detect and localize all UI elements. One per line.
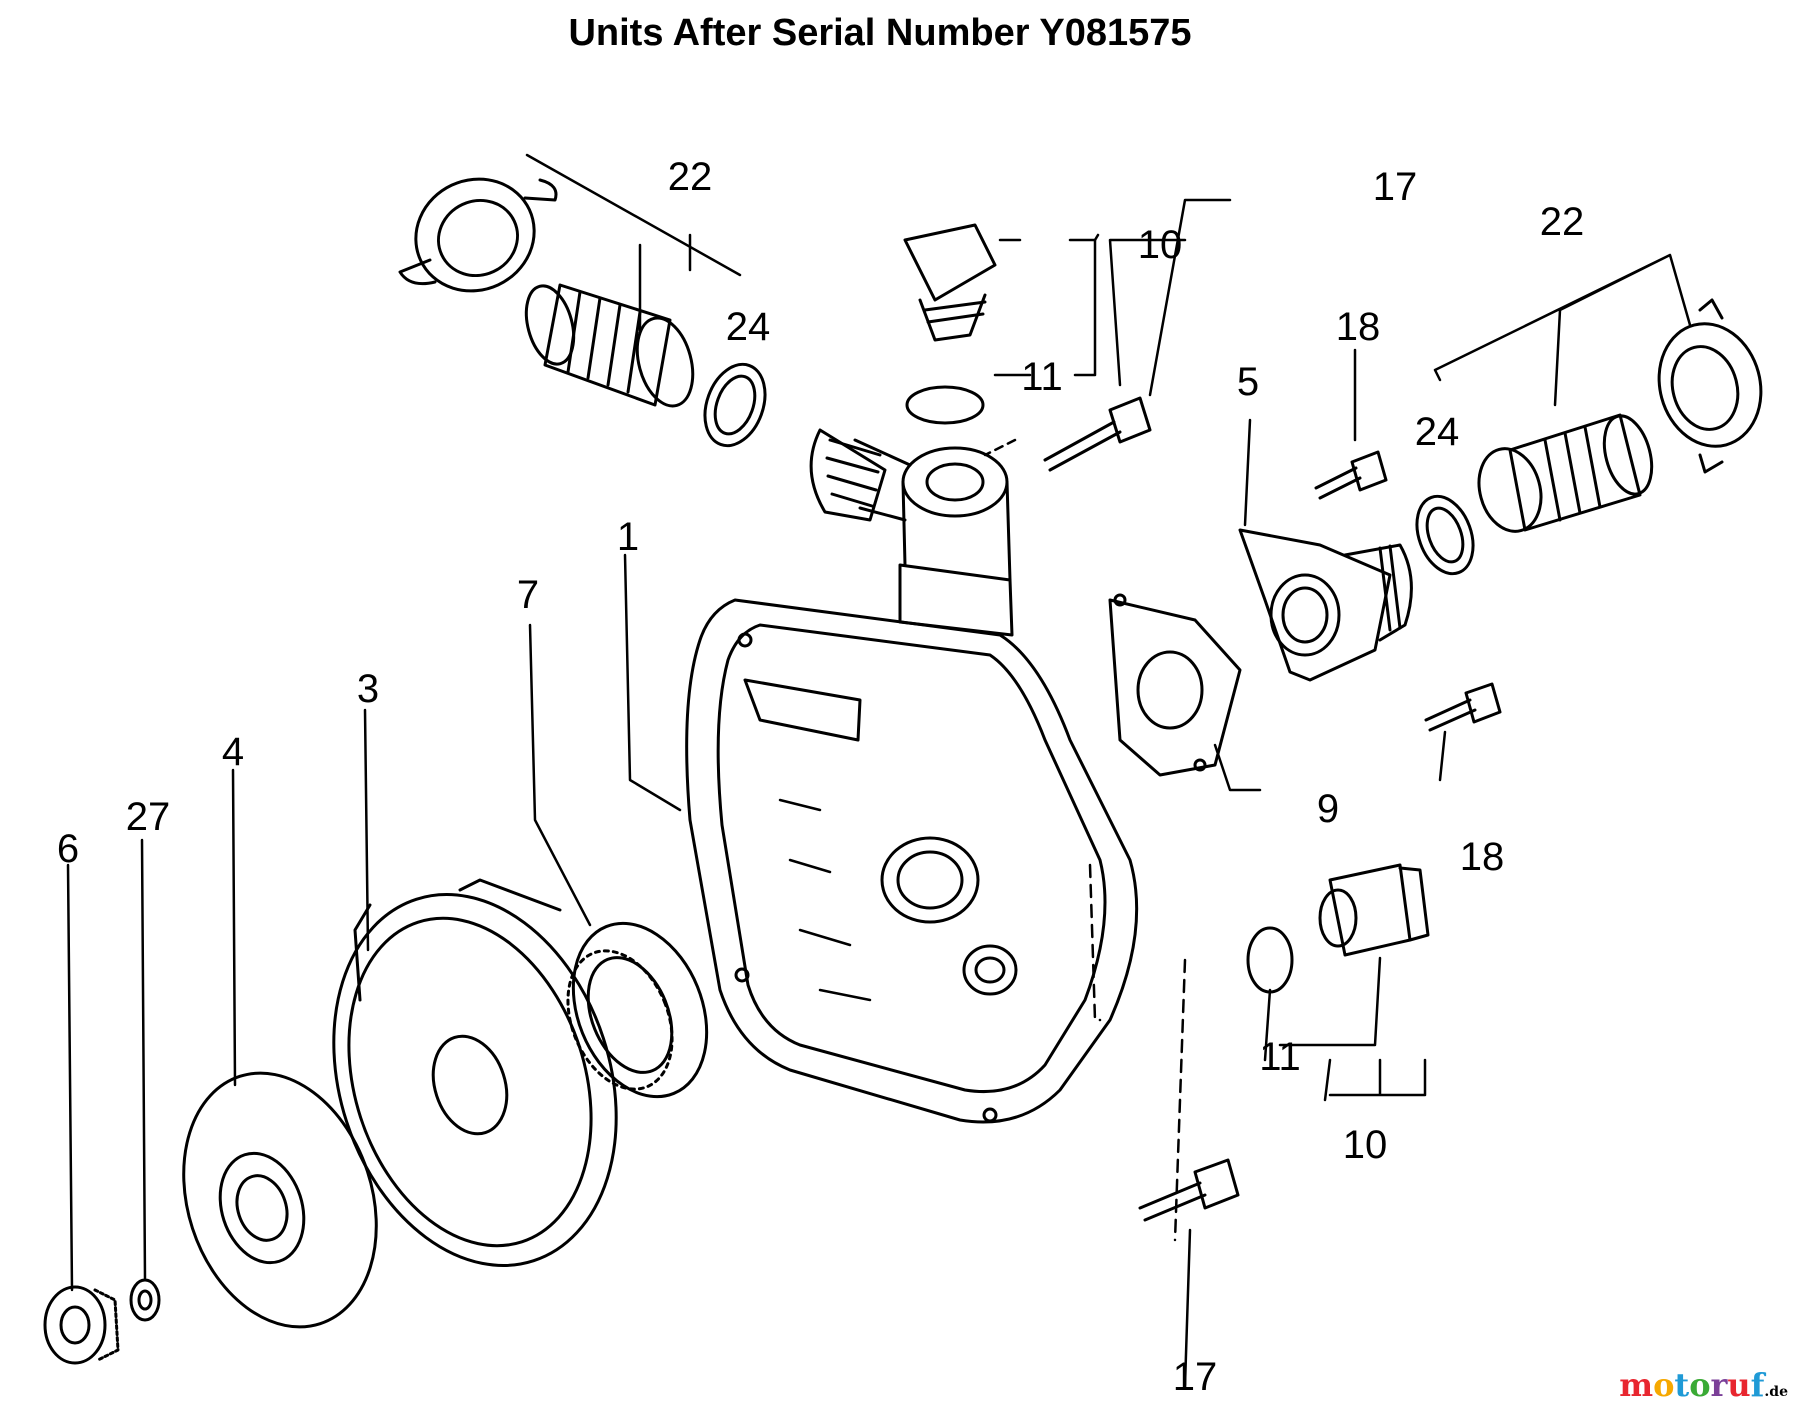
callout-3: 3 (357, 667, 379, 711)
pump-casing (685, 428, 1139, 1124)
callout-24-right: 24 (1415, 410, 1460, 454)
mechanical-seal (566, 921, 709, 1099)
discharge-hose-barb (1477, 413, 1654, 533)
impeller-nut (43, 1285, 120, 1365)
bolt-17-bottom (1138, 1158, 1240, 1222)
watermark-brand: motoruf (1619, 1366, 1765, 1404)
callout-22-left: 22 (668, 155, 713, 199)
bolt-17-top (1043, 396, 1152, 472)
callout-17-top: 17 (1373, 165, 1418, 209)
callout-4: 4 (222, 730, 244, 774)
watermark-logo: motoruf.de (1619, 1366, 1788, 1404)
impeller (182, 1071, 378, 1329)
suction-hose-barb (524, 283, 695, 408)
suction-gasket (703, 362, 767, 448)
watermark-suffix: .de (1764, 1384, 1788, 1400)
callout-11-top: 11 (1021, 355, 1063, 399)
page-title: Units After Serial Number Y081575 (568, 12, 1192, 54)
callout-18-top: 18 (1336, 305, 1381, 349)
bolt-18-top (1314, 450, 1388, 500)
callout-9: 9 (1317, 787, 1339, 831)
bolt-18-right (1424, 682, 1502, 732)
discharge-fitting (1238, 528, 1413, 682)
priming-plug (903, 223, 997, 342)
suction-union-nut (398, 177, 558, 293)
callout-7: 7 (517, 573, 539, 617)
drain-plug-oring (1246, 926, 1294, 994)
washer (129, 1278, 161, 1322)
discharge-gasket (1415, 494, 1475, 576)
discharge-union-nut (1657, 298, 1763, 474)
callout-27: 27 (126, 795, 171, 839)
callout-10-bottom: 10 (1343, 1123, 1388, 1167)
callout-10-top: 10 (1138, 223, 1183, 267)
callout-11-bottom: 11 (1259, 1035, 1301, 1079)
priming-plug-oring (905, 385, 985, 425)
callout-17-bottom: 17 (1173, 1355, 1218, 1399)
callout-24-left: 24 (726, 305, 771, 349)
leader-lines (66, 153, 1692, 1387)
callout-5: 5 (1237, 360, 1259, 404)
callout-labels: 1 3 4 5 6 7 9 10 10 11 11 17 17 18 18 22… (57, 155, 1584, 1399)
callout-6: 6 (57, 827, 79, 871)
drain-plug (1318, 863, 1430, 957)
callout-18-right: 18 (1460, 835, 1505, 879)
callout-1: 1 (617, 515, 639, 559)
callout-22-right: 22 (1540, 200, 1585, 244)
gasket (1108, 593, 1242, 777)
